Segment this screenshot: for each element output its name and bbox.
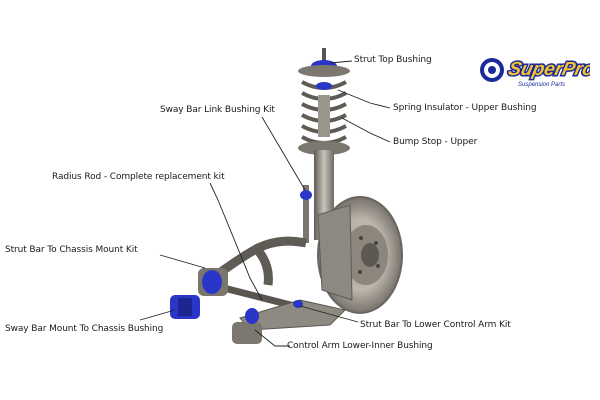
leader-lines (139, 60, 391, 347)
superpro-logo: SuperPro Suspension Parts (478, 53, 598, 93)
superpro-logo-mark: SuperPro Suspension Parts (480, 58, 598, 88)
sway-bar-link (300, 185, 312, 243)
label-strut-bar-lower-arm: Strut Bar To Lower Control Arm Kit (360, 320, 511, 330)
lower-inner-bushing (232, 300, 303, 344)
label-sway-bar-mount: Sway Bar Mount To Chassis Bushing (5, 324, 164, 334)
label-strut-top-bushing: Strut Top Bushing (354, 55, 432, 65)
label-sway-bar-link: Sway Bar Link Bushing Kit (160, 105, 275, 115)
svg-text:Suspension Parts: Suspension Parts (518, 82, 565, 88)
label-radius-rod: Radius Rod - Complete replacement kit (52, 172, 225, 182)
svg-text:SuperPro: SuperPro (506, 59, 590, 80)
label-control-arm-lower-inner: Control Arm Lower-Inner Bushing (287, 341, 433, 351)
brake-disc (317, 196, 403, 314)
chassis-mount (170, 268, 228, 319)
label-bump-stop: Bump Stop - Upper (393, 137, 478, 147)
label-strut-bar-chassis: Strut Bar To Chassis Mount Kit (5, 245, 138, 255)
label-spring-insulator: Spring Insulator - Upper Bushing (393, 103, 537, 113)
